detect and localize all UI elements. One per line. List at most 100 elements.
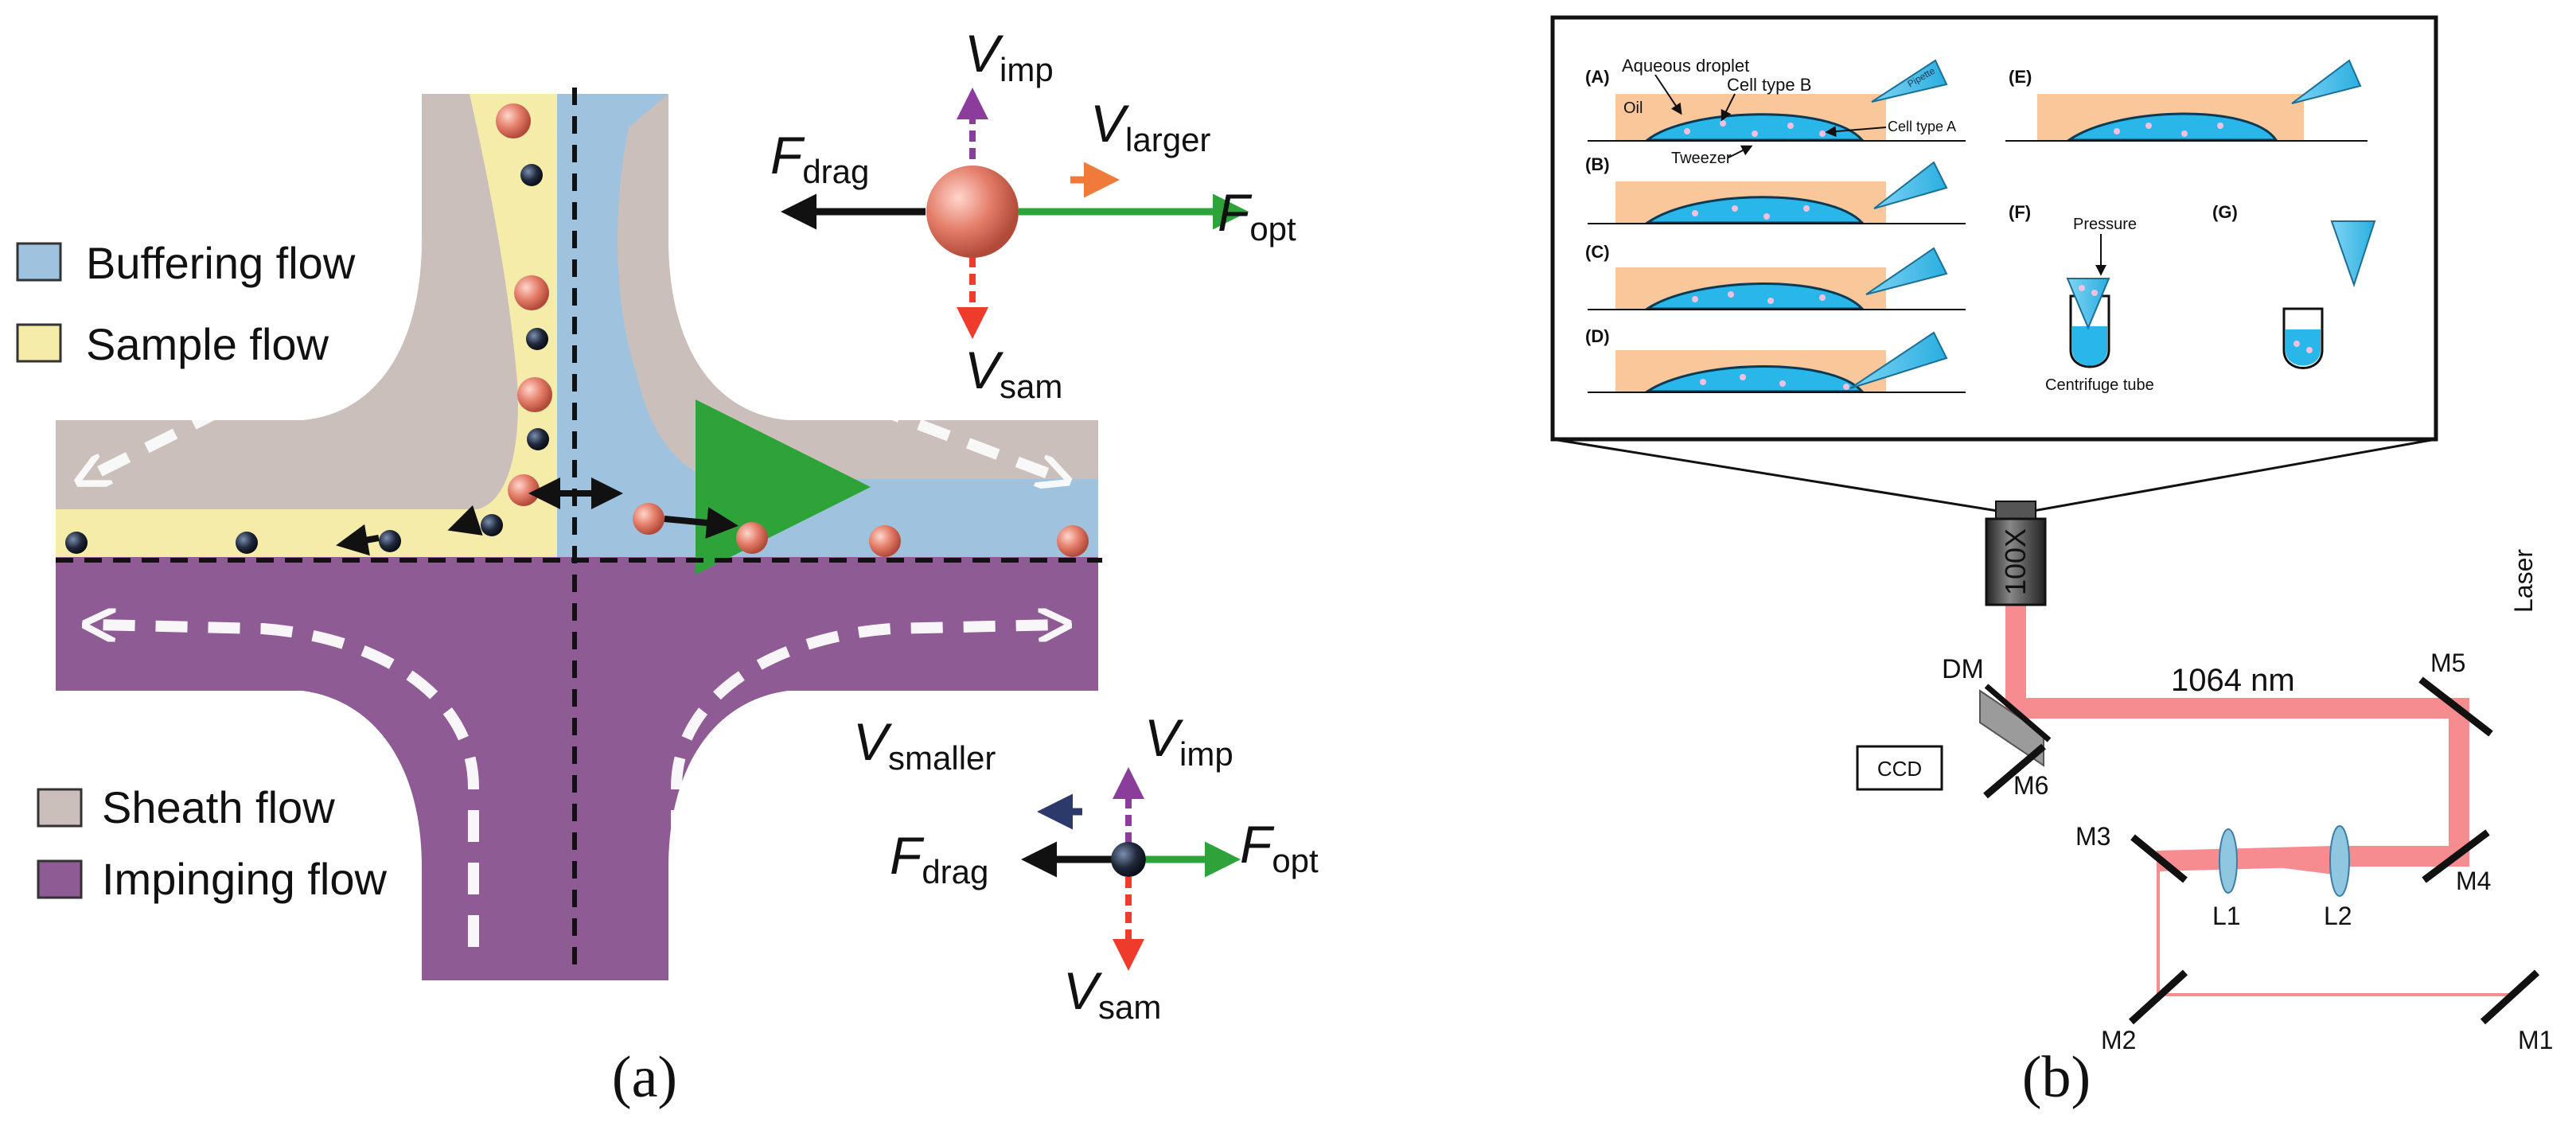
v-smaller-label: Vsmaller [853, 712, 996, 777]
laser-label: Laser [2509, 549, 2538, 613]
legend-swatch-sample [16, 323, 62, 363]
cell [1803, 205, 1810, 212]
f-drag-label: Fdrag [770, 126, 869, 190]
panel-b: (A) Pipette Aqueous droplet Cell type B … [1550, 15, 2553, 1110]
flow-arrow-bottom-left [95, 625, 479, 947]
cell [2145, 123, 2152, 129]
legend-swatch-sheath [37, 788, 83, 828]
cell [1692, 210, 1698, 216]
pipette [2330, 220, 2376, 288]
inset-step-b: (B) [1585, 154, 1966, 224]
small-particle-focus [1111, 842, 1146, 877]
large-particle [633, 503, 664, 535]
dichroic-mirror-edge [1984, 684, 2052, 742]
step-label: (E) [2009, 67, 2032, 87]
legend-label-sheath: Sheath flow [102, 782, 335, 832]
cell [1819, 131, 1826, 137]
objective-label: 100X [1999, 528, 2032, 595]
inset-step-e: (E) [2005, 59, 2368, 142]
aqueous-droplet-label: Aqueous droplet [1622, 56, 1749, 76]
step-label: (A) [1585, 67, 1610, 87]
cell [2181, 131, 2188, 137]
lens-l2 [2329, 825, 2350, 897]
mirror-m2 [2128, 969, 2188, 1025]
leader-line [1654, 74, 1682, 115]
inset-step-a: (A) Pipette Aqueous droplet Cell type B … [1585, 56, 1966, 167]
m4-label: M4 [2456, 867, 2491, 895]
cell [2079, 285, 2085, 291]
v-imp-label: Vimp [965, 24, 1054, 88]
inset-step-g: (G) [2212, 202, 2376, 369]
leader-line [1825, 126, 1887, 138]
lens-l1 [2219, 828, 2238, 894]
small-particle [379, 530, 401, 552]
cell [1732, 205, 1738, 212]
leader-line [1721, 93, 1736, 122]
legend-swatch-buffering [16, 242, 62, 282]
pipette [1873, 161, 1948, 209]
large-particle [869, 525, 901, 557]
buffering-flow-region [557, 94, 1098, 557]
panel-a-caption: (a) [612, 1045, 677, 1110]
cell [2306, 347, 2313, 353]
cell [1763, 213, 1770, 220]
l2-label: L2 [2324, 902, 2352, 930]
cell [2293, 341, 2300, 347]
pipette [2066, 278, 2110, 330]
force-diagram-small-particle: Vsmaller Vimp Fdrag Fopt Vsam [853, 708, 1319, 1026]
cell [1843, 384, 1849, 390]
cell [1740, 374, 1746, 380]
cell [2217, 123, 2223, 129]
cell [1728, 291, 1734, 298]
m6-label: M6 [2013, 771, 2048, 800]
step-label: (G) [2212, 202, 2238, 222]
laser-beam-focus [2228, 845, 2340, 875]
particle-arrow [447, 505, 483, 536]
mirror-m6 [1983, 743, 2046, 799]
aqueous-droplet [1643, 196, 1865, 224]
particle-arrow [336, 524, 380, 556]
inset-step-f: (F) Pressure Centrifuge tube [2009, 202, 2154, 394]
large-particle [1057, 525, 1089, 557]
zoom-line-right [2032, 438, 2437, 512]
step-label: (D) [1585, 326, 1610, 346]
v-sam-label: Vsam [1063, 961, 1161, 1026]
cell [2091, 290, 2098, 296]
cell [1720, 120, 1726, 127]
flow-arrow-top-right [715, 127, 1058, 477]
cell-type-a-label: Cell type A [1888, 119, 1956, 134]
cell-type-b-label: Cell type B [1727, 75, 1811, 95]
dm-label: DM [1942, 654, 1984, 684]
large-particle [496, 103, 531, 138]
oil-label: Oil [1623, 99, 1643, 117]
cell [1700, 379, 1706, 385]
centrifuge-tube-label: Centrifuge tube [2045, 376, 2154, 394]
f-opt-label: Fopt [1240, 815, 1319, 879]
objective-cap [1995, 501, 2036, 520]
step-label: (C) [1585, 242, 1610, 262]
small-particle [520, 164, 543, 186]
pipette [2291, 59, 2362, 104]
tube-liquid [2072, 326, 2107, 366]
legend-label-impinging: Impinging flow [102, 854, 388, 904]
v-sam-label: Vsam [965, 341, 1062, 405]
legend-label-buffering: Buffering flow [86, 238, 356, 288]
f-drag-label: Fdrag [890, 826, 988, 890]
laser-beam-left-segment [2157, 856, 2229, 863]
v-larger-label: Vlarger [1090, 94, 1210, 158]
mirror-m1 [2480, 969, 2540, 1025]
small-particle [526, 328, 548, 350]
aqueous-droplet [1643, 113, 1865, 142]
m2-label: M2 [2101, 1026, 2136, 1054]
tube-liquid [2286, 329, 2321, 366]
ccd-camera [1856, 745, 1943, 791]
large-particle-focus [926, 166, 1019, 258]
l1-label: L1 [2212, 902, 2241, 930]
small-particle [65, 532, 88, 554]
small-particle [236, 532, 258, 554]
pressure-label: Pressure [2073, 216, 2137, 233]
pipette [1871, 59, 1948, 103]
objective-lens [1985, 517, 2047, 606]
pipette [1849, 331, 1948, 389]
mirror-m5 [2418, 676, 2493, 737]
